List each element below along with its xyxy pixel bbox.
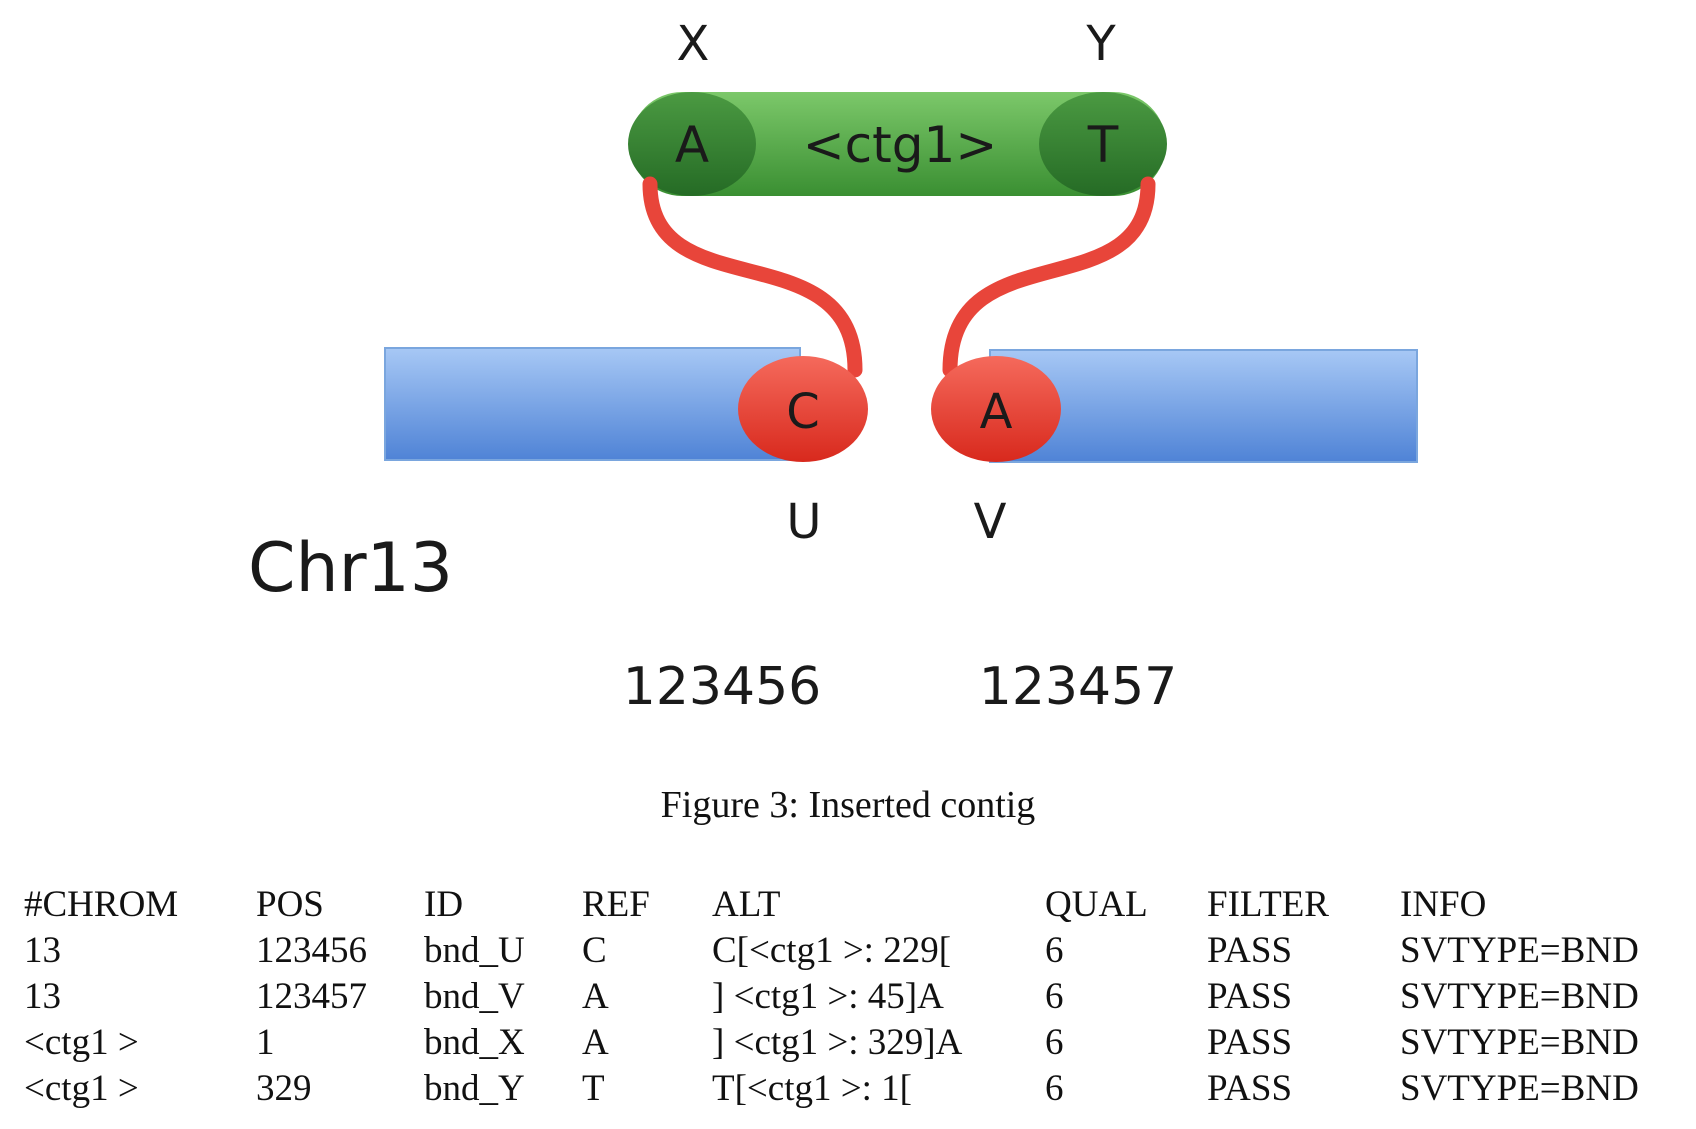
table-cell: 6: [1045, 1068, 1064, 1109]
table-header-row: #CHROM POS ID REF ALT QUAL FILTER INFO: [24, 882, 1680, 928]
inserted-contig-diagram: X Y A <ctg1> T C A U V Chr13 123456 1234…: [248, 16, 1418, 717]
chromosome-left-segment: [384, 347, 801, 461]
contig-left-base: A: [675, 116, 709, 174]
table-row: <ctg1 > 329 bnd_Y T T[<ctg1 >: 1[ 6 PASS…: [24, 1066, 1680, 1112]
table-cell: A: [582, 1022, 609, 1063]
table-cell: bnd_V: [424, 976, 525, 1017]
column-header: QUAL: [1045, 884, 1148, 925]
table-cell: ] <ctg1 >: 329]A: [712, 1022, 963, 1063]
table-cell: ] <ctg1 >: 45]A: [712, 976, 944, 1017]
label-v: V: [974, 494, 1007, 550]
table-cell: 6: [1045, 930, 1064, 971]
table-cell: bnd_X: [424, 1022, 525, 1063]
table-row: 13 123457 bnd_V A ] <ctg1 >: 45]A 6 PASS…: [24, 974, 1680, 1020]
column-header: #CHROM: [24, 884, 179, 925]
column-header: POS: [256, 884, 324, 925]
table-cell: C: [582, 930, 607, 971]
chromosome-right-segment: [989, 349, 1418, 463]
position-right: 123457: [979, 657, 1178, 717]
table-row: 13 123456 bnd_U C C[<ctg1 >: 229[ 6 PASS…: [24, 928, 1680, 974]
label-y: Y: [1085, 16, 1116, 72]
table-cell: SVTYPE=BND: [1400, 976, 1639, 1017]
table-cell: <ctg1 >: [24, 1068, 139, 1109]
table-cell: PASS: [1207, 1068, 1293, 1109]
junction-curve-left: [642, 176, 863, 378]
table-cell: 13: [24, 976, 61, 1017]
contig-right-end: [1039, 92, 1167, 196]
table-cell: 1: [256, 1022, 275, 1063]
table-cell: C[<ctg1 >: 229[: [712, 930, 952, 971]
label-x: X: [677, 16, 710, 72]
breakend-v-base: A: [980, 384, 1013, 440]
column-header: INFO: [1400, 884, 1487, 925]
table-cell: <ctg1 >: [24, 1022, 139, 1063]
table-cell: PASS: [1207, 930, 1293, 971]
column-header: ALT: [712, 884, 781, 925]
contig-label: <ctg1>: [803, 116, 997, 174]
table-cell: SVTYPE=BND: [1400, 1022, 1639, 1063]
table-cell: 13: [24, 930, 61, 971]
table-cell: 6: [1045, 1022, 1064, 1063]
breakend-v-circle: [931, 356, 1061, 462]
breakend-u-circle: [738, 356, 868, 462]
table-cell: 123457: [256, 976, 367, 1017]
contig-left-end: [628, 92, 756, 196]
table-cell: SVTYPE=BND: [1400, 930, 1639, 971]
table-cell: SVTYPE=BND: [1400, 1068, 1639, 1109]
label-u: U: [786, 494, 821, 550]
junction-curve-right: [942, 176, 1156, 378]
contig-bar: [630, 92, 1166, 196]
figure-caption: Figure 3: Inserted contig: [660, 784, 1036, 826]
contig-right-base: T: [1087, 116, 1119, 174]
table-cell: T[<ctg1 >: 1[: [712, 1068, 912, 1109]
column-header: FILTER: [1207, 884, 1329, 925]
table-cell: bnd_Y: [424, 1068, 525, 1109]
breakend-u-base: C: [786, 384, 820, 440]
table-cell: 123456: [256, 930, 367, 971]
chromosome-name: Chr13: [248, 529, 453, 608]
table-cell: PASS: [1207, 1022, 1293, 1063]
table-row: <ctg1 > 1 bnd_X A ] <ctg1 >: 329]A 6 PAS…: [24, 1020, 1680, 1066]
column-header: ID: [424, 884, 464, 925]
table-cell: T: [582, 1068, 605, 1109]
table-cell: 6: [1045, 976, 1064, 1017]
table-cell: PASS: [1207, 976, 1293, 1017]
table-cell: bnd_U: [424, 930, 525, 971]
table-cell: A: [582, 976, 609, 1017]
column-header: REF: [582, 884, 650, 925]
table-cell: 329: [256, 1068, 312, 1109]
vcf-table: #CHROM POS ID REF ALT QUAL FILTER INFO 1…: [24, 882, 1680, 1112]
position-left: 123456: [623, 657, 822, 717]
